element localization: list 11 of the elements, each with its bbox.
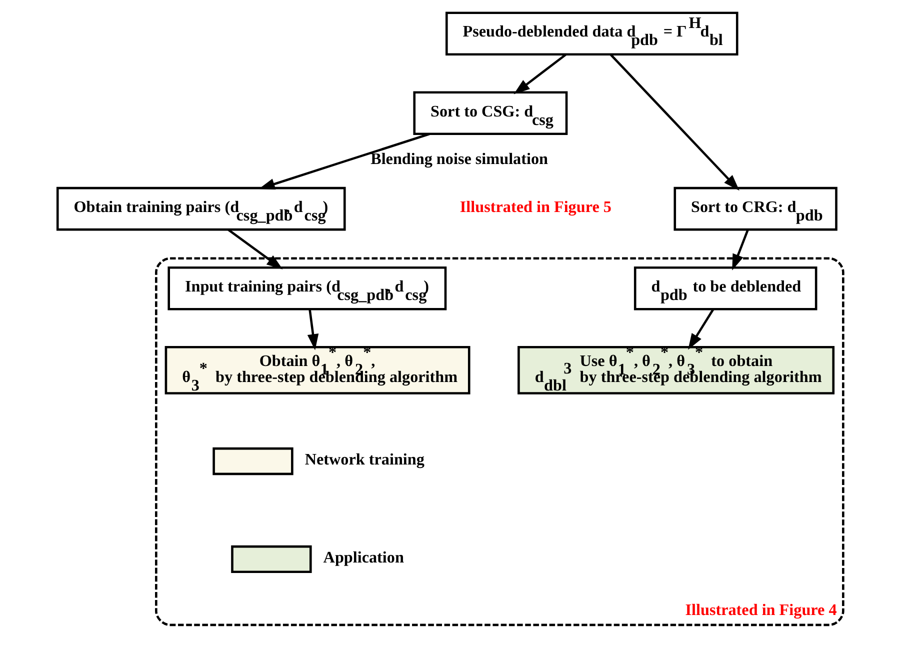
legend-label: Application [323, 549, 404, 566]
arrow [688, 308, 714, 350]
legend-label: Network training [304, 451, 424, 468]
arrow [732, 229, 749, 270]
arrow [228, 228, 283, 270]
arrow [258, 132, 430, 190]
arrow [307, 309, 319, 350]
label: Illustrated in Figure 5 [460, 198, 612, 216]
arrow [610, 54, 740, 191]
edge-label: Blending noise simulation [370, 151, 548, 168]
arrow [514, 54, 566, 94]
